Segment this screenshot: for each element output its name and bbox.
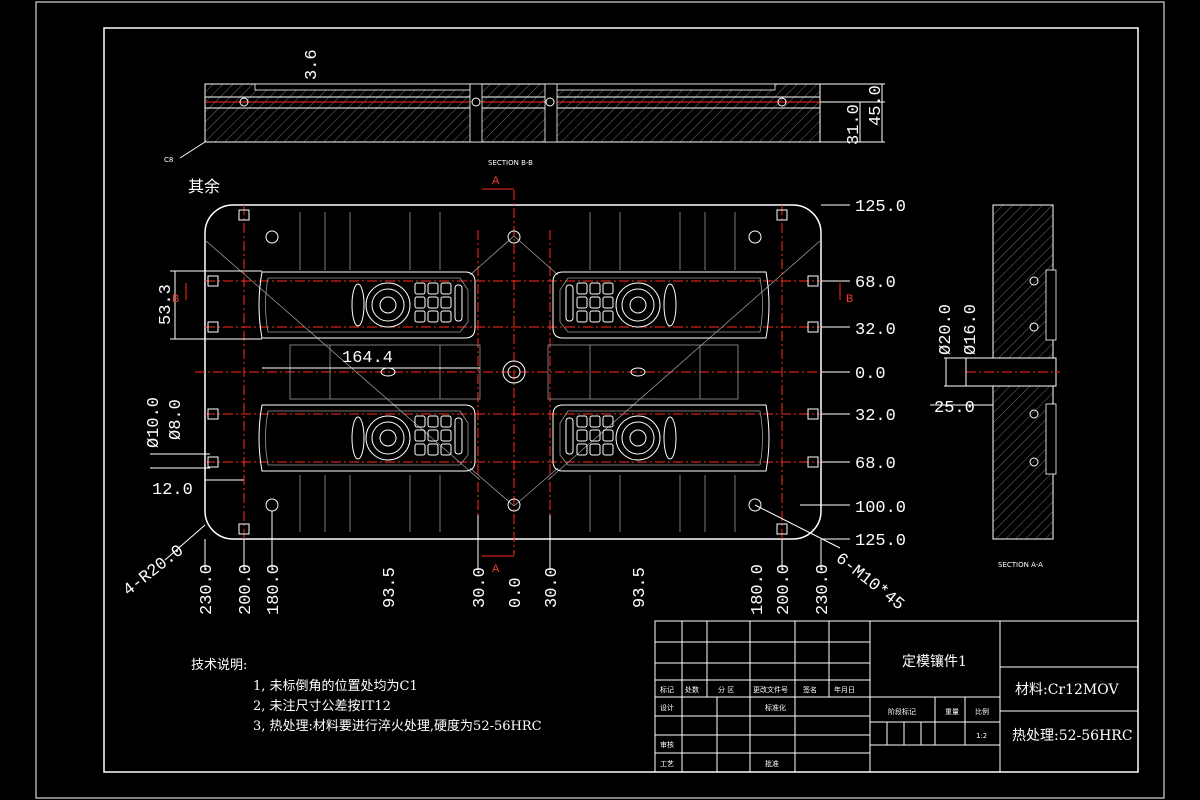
notes-title: 技术说明: bbox=[191, 658, 247, 673]
chamfer-mark: C8 bbox=[164, 156, 173, 164]
dim-x-3: 93.5 bbox=[381, 567, 400, 608]
tb-header-2: 分 区 bbox=[718, 685, 734, 694]
note-item-1: 1, 未标倒角的位置处均为C1 bbox=[253, 678, 418, 694]
tb-scale: 比例 bbox=[975, 707, 989, 716]
dim-45: 45.0 bbox=[867, 85, 886, 126]
roughness-mark: 其余 bbox=[188, 177, 220, 197]
tb-scale-value: 1:2 bbox=[976, 732, 987, 740]
dim-y-5: 68.0 bbox=[855, 455, 896, 474]
title-block bbox=[654, 620, 1139, 773]
section-aa-label: SECTION A-A bbox=[998, 561, 1043, 569]
thread-note: 6-M10*45 bbox=[831, 550, 907, 615]
section-bb-view bbox=[179, 83, 885, 159]
dim-x-0: 230.0 bbox=[198, 564, 217, 615]
tb-heat-treatment: 热处理:52-56HRC bbox=[1012, 728, 1133, 744]
dim-53-3: 53.3 bbox=[157, 284, 176, 325]
section-aa-view bbox=[930, 204, 1060, 540]
tb-header-4: 签名 bbox=[803, 685, 817, 694]
tb-header-1: 处数 bbox=[685, 685, 699, 694]
plan-view bbox=[150, 190, 850, 570]
dim-y-4: 32.0 bbox=[855, 407, 896, 426]
radius-note: 4-R20.0 bbox=[120, 542, 188, 601]
dim-x-1: 200.0 bbox=[237, 564, 256, 615]
dim-x-8: 180.0 bbox=[749, 564, 768, 615]
dim-x-5: 0.0 bbox=[507, 577, 526, 608]
tb-approve: 批准 bbox=[765, 759, 779, 768]
cut-a-top: A bbox=[492, 175, 500, 187]
dim-d10: Ø10.0 bbox=[145, 397, 164, 448]
sheet-border bbox=[103, 27, 1139, 773]
tb-header-0: 标记 bbox=[660, 685, 674, 694]
dim-x-9: 200.0 bbox=[775, 564, 794, 615]
dim-y-7: 125.0 bbox=[855, 532, 906, 551]
note-item-2: 2, 未注尺寸公差按IT12 bbox=[253, 699, 391, 714]
sheet-outer-frame bbox=[35, 1, 1165, 799]
dim-d16: Ø16.0 bbox=[962, 304, 981, 355]
dim-y-6: 100.0 bbox=[855, 499, 906, 518]
cut-b-left: B bbox=[172, 293, 179, 305]
dim-x-4: 30.0 bbox=[471, 567, 490, 608]
dim-x-6: 30.0 bbox=[543, 567, 562, 608]
tb-row-review: 审核 bbox=[660, 740, 674, 749]
dim-y-2: 32.0 bbox=[855, 321, 896, 340]
tb-header-5: 年月日 bbox=[834, 685, 855, 694]
tb-row-design: 设计 bbox=[660, 703, 674, 712]
tb-row-process: 工艺 bbox=[660, 760, 674, 768]
tb-stage-mark: 阶段标记 bbox=[888, 707, 916, 716]
tb-standardize: 标准化 bbox=[765, 703, 786, 712]
dim-164-4: 164.4 bbox=[342, 349, 393, 368]
tb-material: 材料:Cr12MOV bbox=[1015, 682, 1120, 698]
cut-b-right: B bbox=[846, 293, 853, 305]
dim-12: 12.0 bbox=[152, 481, 193, 500]
dim-31: 31.0 bbox=[845, 104, 864, 145]
note-item-3: 3, 热处理:材料要进行淬火处理,硬度为52-56HRC bbox=[253, 718, 542, 734]
dim-3-6: 3.6 bbox=[303, 49, 322, 80]
dim-y-1: 68.0 bbox=[855, 274, 896, 293]
tb-weight: 重量 bbox=[945, 708, 959, 716]
tb-header-3: 更改文件号 bbox=[753, 685, 788, 694]
dim-d20: Ø20.0 bbox=[937, 304, 956, 355]
dim-y-3: 0.0 bbox=[855, 365, 886, 384]
tb-part-name: 定模镶件1 bbox=[902, 653, 967, 670]
dim-x-2: 180.0 bbox=[265, 564, 284, 615]
section-bb-label: SECTION B-B bbox=[488, 159, 533, 167]
dim-25: 25.0 bbox=[934, 399, 975, 418]
dim-y-0: 125.0 bbox=[855, 198, 906, 217]
dim-x-7: 93.5 bbox=[631, 567, 650, 608]
dim-x-10: 230.0 bbox=[814, 564, 833, 615]
dim-d8: Ø8.0 bbox=[167, 399, 186, 440]
cut-a-bottom: A bbox=[492, 563, 500, 575]
